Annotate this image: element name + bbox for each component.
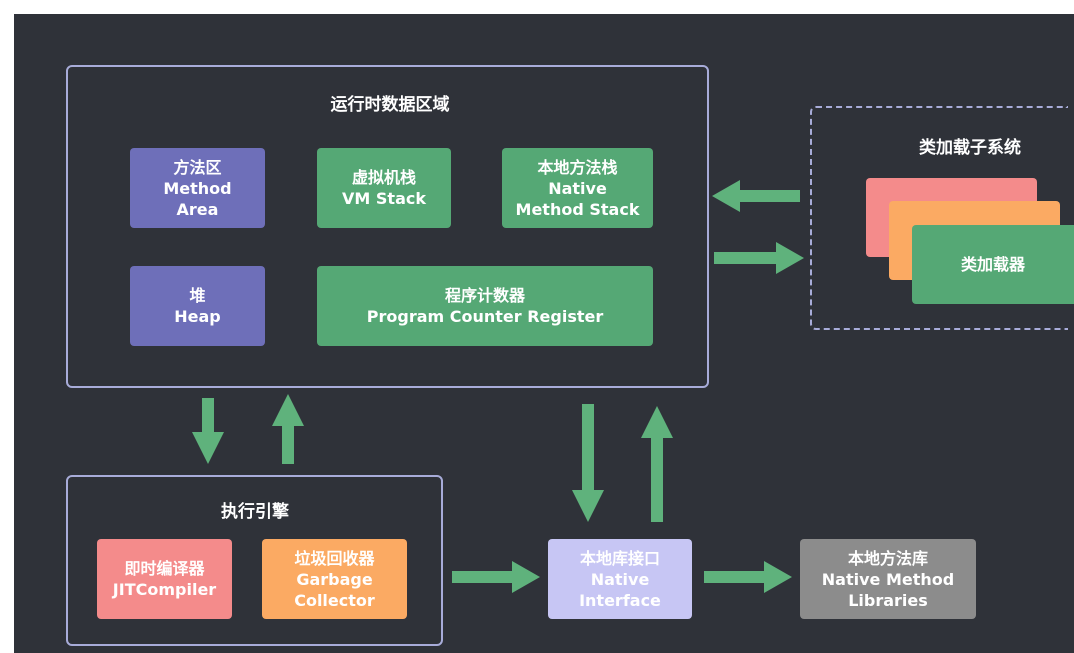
method-area-label-cn: 方法区	[173, 157, 222, 177]
arrow-down-to-native-interface	[572, 404, 604, 522]
heap-box: 堆 Heap	[130, 266, 265, 346]
native-libraries-label-en-1: Native Method	[821, 569, 955, 589]
class-loader-subsystem-title: 类加载子系统	[919, 138, 1021, 158]
gc-label-en-1: Garbage	[296, 569, 373, 589]
arrow-right-to-class-loader	[714, 242, 804, 274]
arrow-left-from-class-loader	[712, 180, 800, 212]
execution-engine-title: 执行引擎	[221, 502, 289, 522]
native-interface-box: 本地库接口 Native Interface	[548, 539, 692, 619]
vm-stack-label-en: VM Stack	[342, 189, 426, 208]
heap-label-en: Heap	[174, 307, 221, 326]
native-stack-label-en-2: Method Stack	[515, 199, 640, 219]
vm-stack-label-cn: 虚拟机栈	[351, 168, 416, 187]
heap-label-cn: 堆	[189, 286, 206, 305]
arrow-right-to-native-libraries	[704, 561, 792, 593]
native-stack-label-en-1: Native	[548, 178, 607, 198]
garbage-collector-box: 垃圾回收器 Garbage Collector	[262, 539, 407, 619]
runtime-data-area-title: 运行时数据区域	[330, 95, 450, 115]
native-interface-label-en-1: Native	[590, 569, 650, 589]
class-loader-subsystem-panel	[810, 106, 1068, 330]
native-interface-label-cn: 本地库接口	[579, 548, 660, 568]
native-stack-label-cn: 本地方法栈	[537, 157, 618, 177]
arrow-down-to-execution-engine	[192, 398, 224, 464]
native-interface-label-en-2: Interface	[579, 590, 661, 610]
gc-label-en-2: Collector	[294, 590, 375, 610]
native-method-stack-box: 本地方法栈 Native Method Stack	[502, 148, 653, 228]
method-area-label-en-2: Area	[176, 199, 219, 219]
class-loader-card-front: 类加载器	[912, 225, 1074, 304]
runtime-data-area-panel	[66, 65, 709, 388]
top-margin	[0, 0, 1074, 14]
jit-label-en: JITCompiler	[112, 580, 217, 599]
pc-register-label-en: Program Counter Register	[366, 307, 604, 326]
class-loader-label: 类加载器	[960, 255, 1025, 274]
native-libraries-label-en-2: Libraries	[848, 590, 928, 610]
pc-register-label-cn: 程序计数器	[444, 286, 525, 305]
jit-compiler-box: 即时编译器 JITCompiler	[97, 539, 232, 619]
gc-label-cn: 垃圾回收器	[294, 548, 375, 568]
method-area-box: 方法区 Method Area	[130, 148, 265, 228]
left-margin	[0, 0, 14, 653]
execution-engine-panel	[66, 475, 443, 646]
vm-stack-box: 虚拟机栈 VM Stack	[317, 148, 451, 228]
method-area-label-en-1: Method	[163, 178, 232, 198]
arrow-up-from-native-interface	[641, 406, 673, 522]
native-method-libraries-box: 本地方法库 Native Method Libraries	[800, 539, 976, 619]
program-counter-register-box: 程序计数器 Program Counter Register	[317, 266, 653, 346]
arrow-right-to-native-interface	[452, 561, 540, 593]
arrow-up-from-execution-engine	[272, 394, 304, 464]
native-libraries-label-cn: 本地方法库	[847, 548, 928, 568]
jit-label-cn: 即时编译器	[124, 559, 205, 578]
